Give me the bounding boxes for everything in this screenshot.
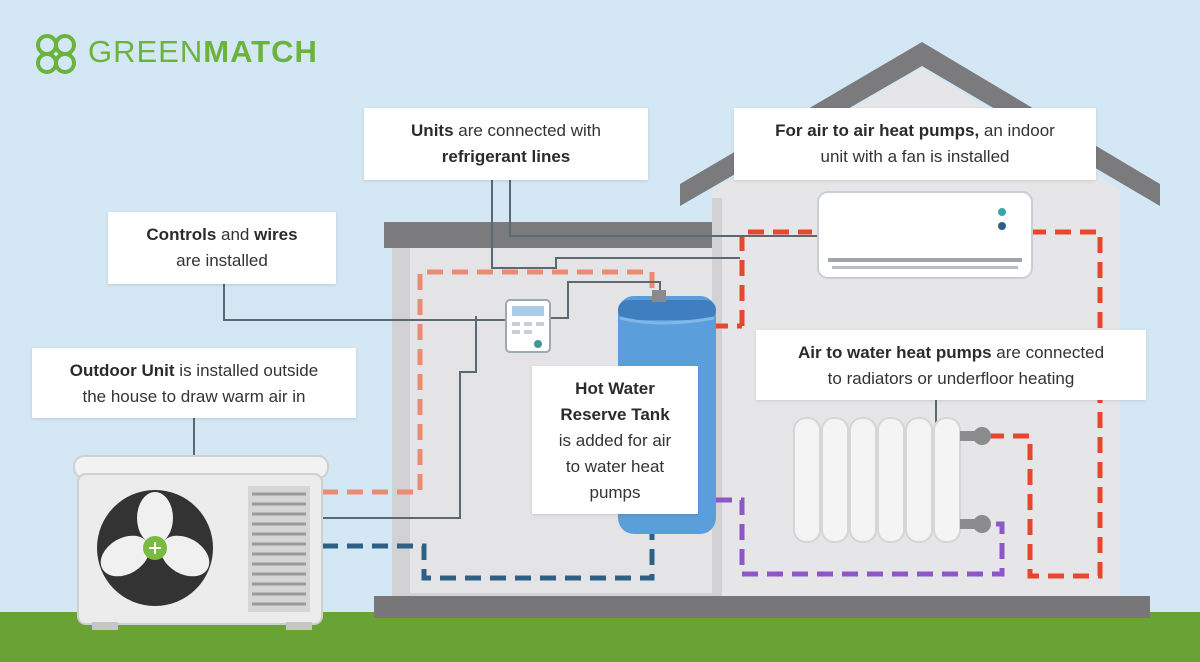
clover-icon — [36, 34, 76, 74]
controls-wire — [223, 282, 508, 321]
brand-logo-text: GREENMATCH — [88, 34, 318, 70]
air-conditioner-icon — [817, 191, 1033, 279]
label-air-to-water: Air to water heat pumps are connected to… — [756, 330, 1146, 400]
outdoor-unit — [73, 455, 329, 630]
thermostat-icon — [505, 299, 551, 353]
foundation — [374, 596, 1150, 618]
label-indoor-unit: For air to air heat pumps, an indoor uni… — [734, 108, 1096, 180]
radiator-icon — [793, 417, 991, 543]
label-hot-water-tank: Hot Water Reserve Tank is added for air … — [532, 366, 698, 514]
cold-return-pipe — [322, 530, 655, 581]
fan-icon — [97, 490, 213, 606]
brand-name-part2: MATCH — [203, 34, 318, 69]
label-outdoor-unit: Outdoor Unit is installed outside the ho… — [32, 348, 356, 418]
vent-grille — [248, 486, 310, 612]
radiator-flow-pipe — [990, 229, 1103, 579]
hot-water-pipe-upper — [739, 229, 812, 326]
label-controls-wires: Controls and wires are installed — [108, 212, 336, 284]
wire-lines — [193, 178, 937, 519]
brand-name-part1: GREEN — [88, 34, 204, 69]
radiator-return-pipe — [716, 497, 1005, 577]
label-refrigerant-lines: Units are connected with refrigerant lin… — [364, 108, 648, 180]
